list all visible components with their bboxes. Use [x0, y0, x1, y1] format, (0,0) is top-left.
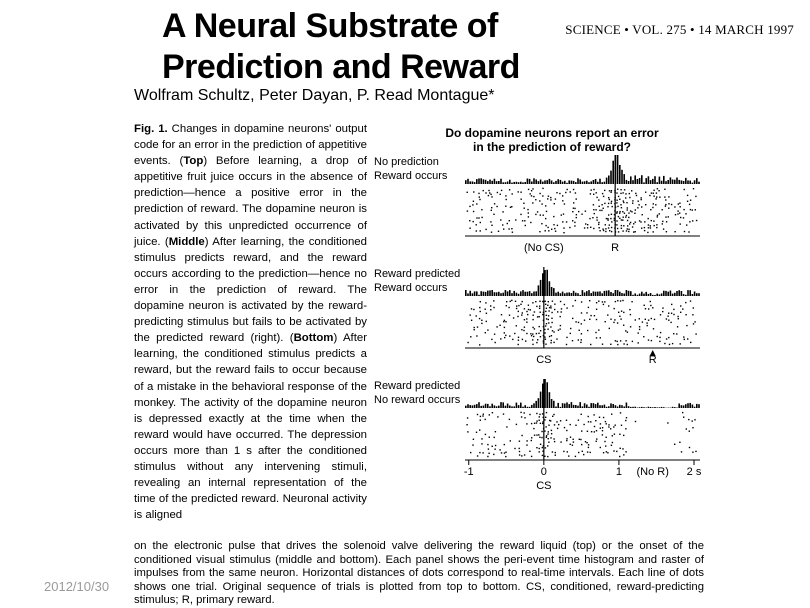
raster-histogram-plot [465, 266, 700, 358]
raster-histogram-plot [465, 378, 700, 470]
axis-tick-label: 1 [615, 466, 622, 478]
condition-line1: No prediction [374, 156, 439, 168]
histogram [465, 379, 700, 408]
condition-line2: No reward occurs [374, 393, 461, 406]
axis-tick-label: 2 s [686, 466, 702, 478]
caption-segment: Middle [168, 235, 205, 248]
caption-segment: Fig. 1. [134, 123, 168, 135]
figure-caption-bottom: on the electronic pulse that drives the … [134, 540, 704, 607]
event-time-label: R [648, 354, 657, 366]
panel-event-labels: CS R [465, 354, 700, 368]
paper-title-line2: Prediction and Reward [162, 48, 520, 86]
histogram [465, 155, 700, 184]
panel-event-labels: (No CS) R [465, 242, 700, 256]
panel-reward-predicted-no-reward: Reward predicted No reward occurs [372, 378, 706, 490]
authors-line: Wolfram Schultz, Peter Dayan, P. Read Mo… [134, 87, 495, 104]
caption-segment: Changes in dopamine neurons' output code… [134, 123, 367, 168]
paper-title-line1: A Neural Substrate of [162, 7, 498, 45]
reward-arrow-marker [649, 350, 656, 356]
caption-segment: Bottom [293, 332, 334, 345]
figure-1: Do dopamine neurons report an error in t… [372, 126, 706, 498]
axis-tick-label: 0 [540, 466, 547, 478]
raster-histogram-svg [465, 379, 700, 465]
cs-axis-label-row: CS [465, 480, 700, 493]
caption-segment: Top [183, 155, 204, 168]
condition-line2: Reward occurs [374, 169, 448, 182]
caption-segment: ) After learning, the conditioned stimul… [134, 332, 367, 522]
panel-no-prediction: No prediction Reward occurs (No CS) R [372, 154, 706, 266]
event-time-label: R [611, 242, 620, 254]
raster-dots [466, 187, 698, 234]
slide-date-stamp: 2012/10/30 [44, 579, 110, 594]
paper-title: A Neural Substrate of Prediction and Rew… [162, 6, 520, 88]
caption-segment: ) Before learning, a drop of appetitive … [134, 155, 367, 248]
panel-condition-label: Reward predicted No reward occurs [374, 380, 460, 407]
panel-condition-label: Reward predicted Reward occurs [374, 268, 460, 295]
event-time-label: CS [536, 354, 552, 366]
raster-dots [467, 299, 697, 346]
time-axis: -1 0 1 2 s (No R) [463, 466, 702, 479]
no-reward-label: (No R) [636, 466, 669, 478]
condition-line1: Reward predicted [374, 268, 461, 280]
journal-citation: SCIENCE • VOL. 275 • 14 MARCH 1997 [565, 22, 794, 37]
condition-line2: Reward occurs [374, 281, 448, 294]
panel-condition-label: No prediction Reward occurs [374, 156, 447, 183]
figure-question-line1: Do dopamine neurons report an error [445, 126, 659, 140]
panel-reward-predicted-reward-occurs: Reward predicted Reward occurs CS R [372, 266, 706, 378]
raster-histogram-svg [465, 267, 700, 356]
figure-question-line2: in the prediction of reward? [472, 140, 631, 154]
histogram [465, 269, 700, 296]
raster-dots [466, 411, 697, 458]
condition-line1: Reward predicted [374, 380, 461, 392]
cs-axis-label: CS [536, 480, 552, 492]
event-time-label: (No CS) [523, 242, 564, 254]
figure-caption-left-column: Fig. 1. Changes in dopamine neurons' out… [134, 121, 367, 523]
raster-histogram-plot [465, 154, 700, 246]
raster-histogram-svg [465, 155, 700, 237]
caption-segment: ) After learning, the conditioned stimul… [134, 235, 367, 345]
figure-question-title: Do dopamine neurons report an error in t… [402, 126, 702, 154]
axis-tick-label: -1 [463, 466, 474, 478]
